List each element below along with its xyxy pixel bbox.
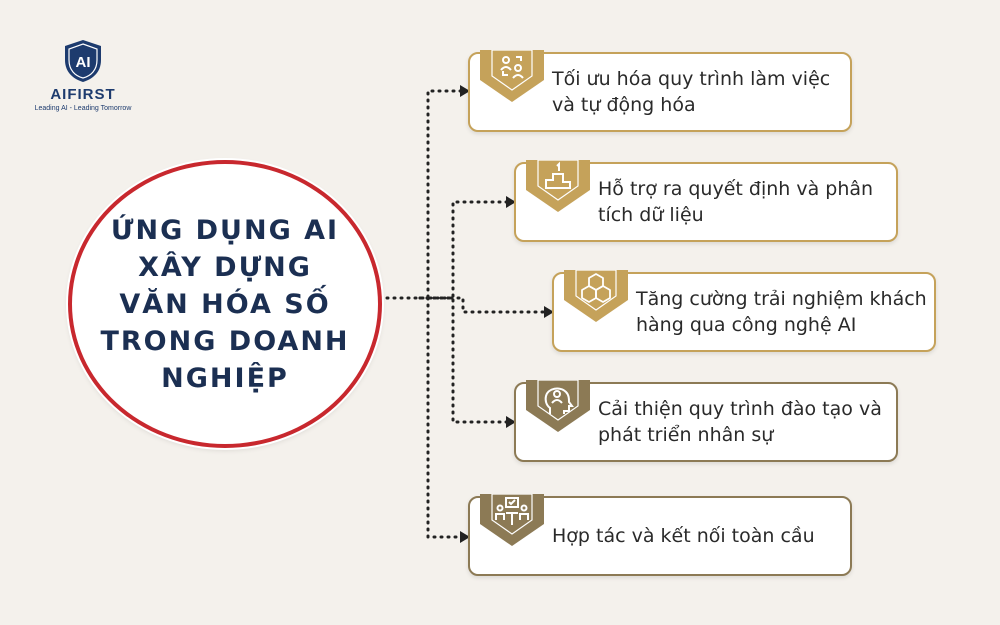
- arrow-head: [460, 85, 470, 97]
- card-workflow-automation: Tối ưu hóa quy trình làm việc và tự động…: [468, 50, 852, 132]
- arrow-head: [506, 196, 516, 208]
- arrow-head: [460, 531, 470, 543]
- card-label: Tối ưu hóa quy trình làm việc và tự động…: [552, 68, 831, 116]
- card-label: Cải thiện quy trình đào tạo và phát triể…: [598, 398, 882, 446]
- card-label: Hỗ trợ ra quyết định và phân tích dữ liệ…: [598, 178, 874, 226]
- card-global-collaboration: Hợp tác và kết nối toàn cầu: [468, 494, 852, 576]
- logo: AI AIFIRST Leading AI - Leading Tomorrow: [28, 38, 138, 112]
- cubes-icon: [564, 270, 628, 322]
- center-title: ỨNG DỤNG AI XÂY DỰNG VĂN HÓA SỐ TRONG DO…: [100, 214, 350, 394]
- card-customer-experience: Tăng cường trải nghiệm khách hàng qua cô…: [552, 270, 936, 352]
- arrow-head: [544, 306, 554, 318]
- center-circle: ỨNG DỤNG AI XÂY DỰNG VĂN HÓA SỐ TRONG DO…: [68, 160, 382, 448]
- workflow-users-icon: [480, 50, 544, 102]
- card-training-development: Cải thiện quy trình đào tạo và phát triể…: [514, 380, 898, 462]
- head-person-icon: [526, 380, 590, 432]
- podium-icon: [526, 160, 590, 212]
- card-decision-support: Hỗ trợ ra quyết định và phân tích dữ liệ…: [514, 160, 898, 242]
- card-label: Tăng cường trải nghiệm khách hàng qua cô…: [636, 288, 927, 336]
- brand-name: AIFIRST: [50, 86, 116, 103]
- logo-mark: AI: [76, 54, 91, 71]
- card-label: Hợp tác và kết nối toàn cầu: [552, 525, 815, 547]
- shield-logo-icon: AI: [65, 40, 101, 82]
- arrow-head: [506, 416, 516, 428]
- brand-tagline: Leading AI - Leading Tomorrow: [34, 105, 132, 112]
- team-meeting-icon: [480, 494, 544, 546]
